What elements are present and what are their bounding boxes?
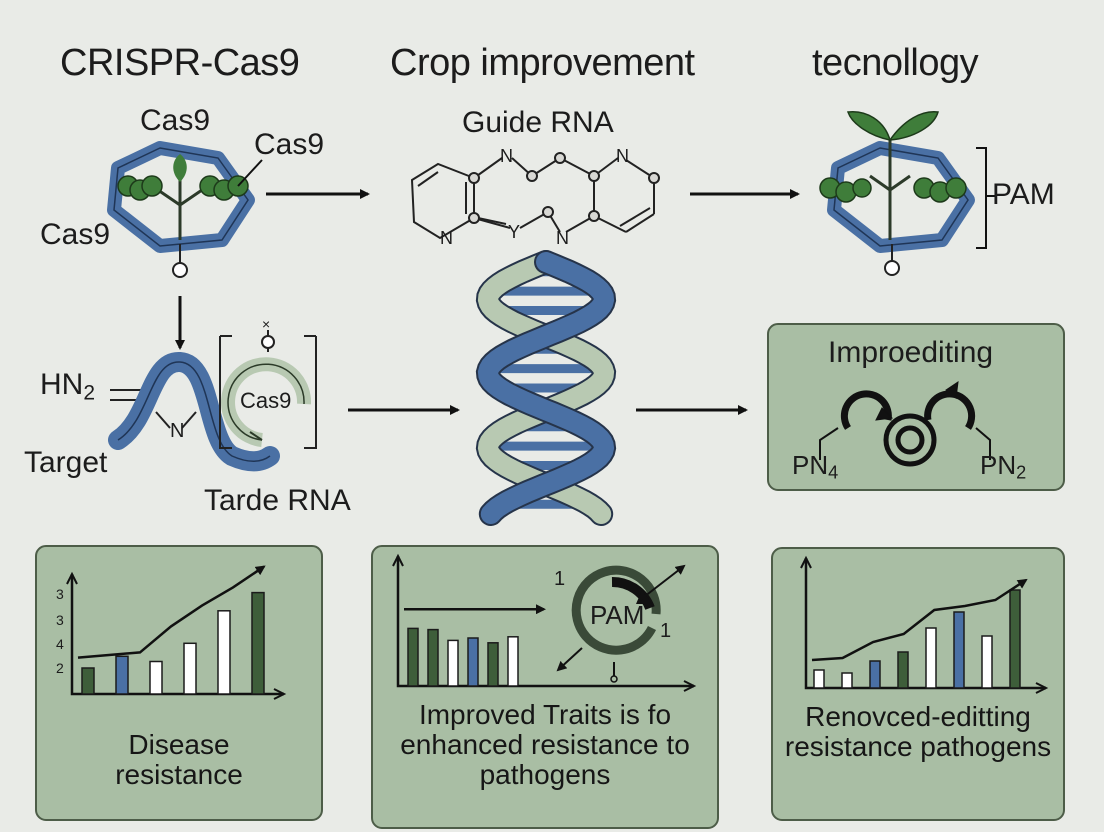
p1-caption: Disease resistance (115, 729, 243, 790)
dna-double-helix (475, 250, 617, 526)
label-guide-rna: Guide RNA (462, 106, 614, 139)
label-target: Target (24, 446, 108, 479)
cas9-complex-left (107, 141, 263, 278)
title-crop: Crop improvement (390, 42, 695, 84)
label-cas9-right: Cas9 (254, 128, 325, 161)
guide-rna-molecule (410, 152, 660, 240)
panel-renovced-bg (771, 547, 1065, 821)
chart-bar (507, 636, 519, 687)
chart-bar (487, 642, 499, 687)
chart-bar (149, 660, 163, 695)
chart-bar (467, 637, 479, 687)
mol-label-n2: N (616, 146, 629, 166)
chart-axis-arrow-y (392, 553, 404, 567)
chart-bar (1009, 589, 1021, 689)
label-cas9-left: Cas9 (40, 218, 111, 251)
chart-bar (407, 627, 419, 687)
label-cas9-ring: Cas9 (240, 388, 292, 413)
chart-bar (183, 642, 197, 695)
p2-mark-right: 1 (660, 620, 672, 642)
target-strand (108, 352, 280, 472)
label-cas9-top: Cas9 (140, 104, 211, 137)
title-crispr: CRISPR-Cas9 (60, 42, 300, 84)
chart-axis-arrow-y (66, 571, 78, 585)
renovced-chart (800, 555, 1049, 694)
p2-mark-top: 1 (554, 568, 566, 590)
label-n-strand: N (170, 420, 185, 442)
chart-bar (897, 651, 909, 689)
chart-bar (81, 667, 95, 695)
pam-ring (556, 564, 686, 683)
chart-axes (804, 558, 1046, 690)
editing-title: Improediting (828, 336, 994, 369)
p1-ytick-1: 3 (56, 586, 64, 602)
chart-bar (813, 669, 825, 689)
chart-bar (841, 672, 853, 689)
chart-bar (981, 635, 993, 689)
chart-axes (70, 574, 284, 696)
chart-axis-arrow-x (273, 688, 287, 700)
p2-pam-label: PAM (590, 600, 645, 630)
mol-label-y: Y (508, 222, 521, 242)
helix-strand-green (477, 252, 615, 524)
p3-caption: Renovced-editting resistance pathogens (784, 701, 1052, 762)
label-tarde-rna: Tarde RNA (204, 484, 351, 517)
chart-bar (217, 610, 231, 695)
editing-left-label: PN4 (792, 450, 839, 483)
title-tech: tecnollogy (812, 42, 979, 84)
p1-ytick-3: 4 (56, 636, 64, 652)
mol-label-n4: N (556, 228, 569, 248)
pam-complex-right (819, 111, 996, 276)
chart-bar (251, 591, 265, 695)
chart-axes (396, 556, 694, 688)
chart-bar (427, 628, 439, 687)
chart-trend-line (77, 565, 266, 659)
chart-bar (869, 660, 881, 689)
chart-axis-arrow-x (683, 680, 697, 692)
helix-strand-blue (477, 252, 615, 524)
editing-right-label: PN2 (980, 450, 1027, 483)
chart-bar (953, 611, 965, 689)
mol-label-n1: N (500, 146, 513, 166)
panel-disease-bg (35, 545, 323, 821)
chart-axis-arrow-x (1035, 682, 1049, 694)
editing-rings (819, 380, 991, 467)
p1-ytick-2: 3 (56, 612, 64, 628)
chart-bar (447, 639, 459, 687)
p2-caption: Improved Traits is fo enhanced resistanc… (400, 699, 690, 790)
disease-chart (66, 565, 287, 700)
label-hn2: HN2 (40, 368, 96, 405)
traits-chart (392, 553, 697, 692)
mol-label-n3: N (440, 228, 453, 248)
chart-bar (925, 627, 937, 689)
label-ring-mark: × (262, 316, 271, 332)
cas9-ring (219, 330, 317, 449)
label-pam-right: PAM (992, 178, 1055, 211)
chart-trend-line (811, 578, 1028, 662)
chart-axis-arrow-y (800, 555, 812, 569)
p1-ytick-4: 2 (56, 660, 64, 676)
chart-bar (115, 655, 129, 695)
